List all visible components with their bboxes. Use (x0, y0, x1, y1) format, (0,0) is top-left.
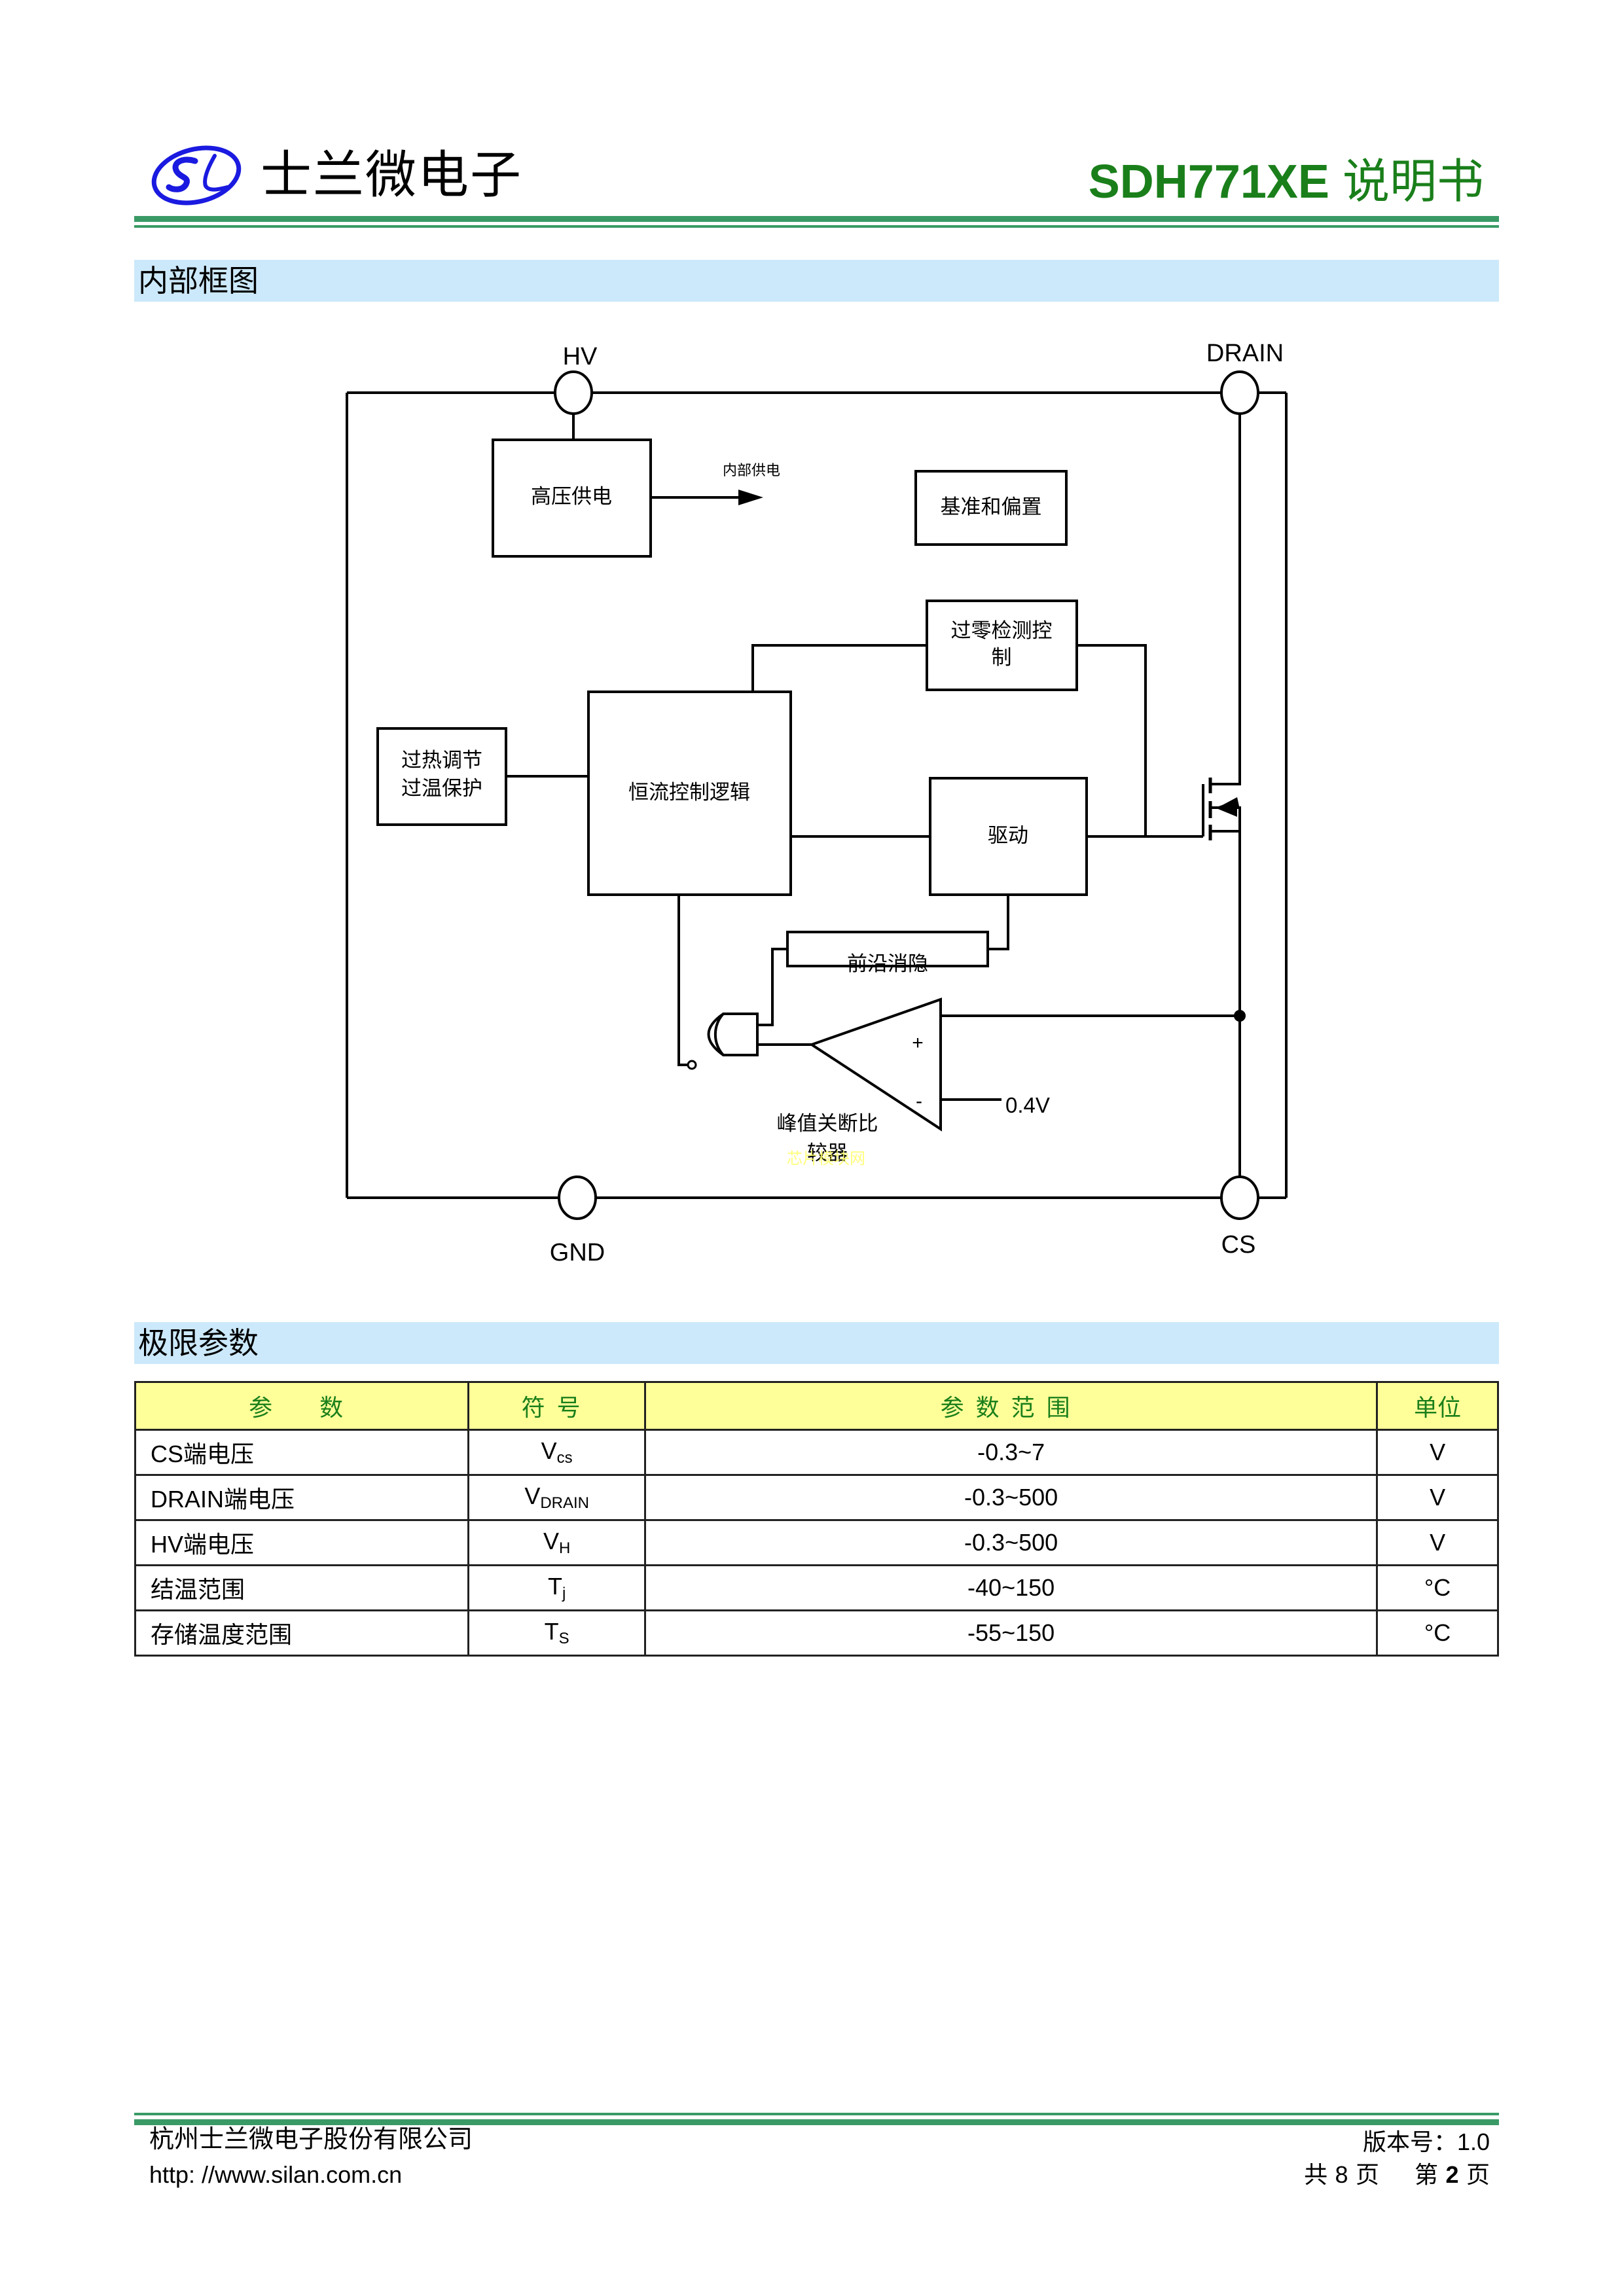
header-rule-thick (134, 216, 1499, 222)
cell-range: -0.3~7 (643, 1429, 1379, 1476)
table-row: 结温范围 Tj -40~150 °C (134, 1564, 1499, 1611)
cell-range: -40~150 (643, 1564, 1379, 1611)
header-rule-thin (134, 225, 1499, 228)
current-page: 2 (1445, 2161, 1459, 2188)
logo-icon (151, 145, 242, 206)
label-vref: 0.4V (1005, 1093, 1050, 1117)
label-zero-cross-2: 制 (992, 646, 1012, 670)
label-minus: - (916, 1090, 922, 1112)
table-row: DRAIN端电压 VDRAIN -0.3~500 V (134, 1474, 1499, 1521)
total-pages: 8 (1335, 2161, 1348, 2188)
footer-rule-thick (134, 2119, 1499, 2125)
label-reference-bias: 基准和偏置 (941, 495, 1042, 519)
silan-logo (149, 145, 246, 206)
cell-unit: V (1376, 1519, 1499, 1566)
table-row: 存储温度范围 TS -55~150 °C (134, 1609, 1499, 1657)
label-thermal-1: 过热调节 (401, 749, 482, 772)
model-number: SDH771XE (1088, 156, 1329, 208)
block-zero-cross (926, 600, 1078, 691)
section-title: 内部框图 (138, 263, 259, 298)
cell-symbol: TS (467, 1609, 646, 1657)
pin-drain (1220, 370, 1259, 415)
cell-unit: V (1376, 1474, 1499, 1521)
cell-param: 存储温度范围 (134, 1609, 470, 1657)
cell-range: -55~150 (643, 1609, 1379, 1657)
pin-label-gnd: GND (550, 1239, 605, 1266)
arrow-icon (738, 490, 763, 505)
mosfet-source (1210, 806, 1241, 1177)
label-leb: 前沿消隐 (847, 952, 928, 976)
label-hv-supply: 高压供电 (531, 485, 612, 509)
footer-company: 杭州士兰微电子股份有限公司 (149, 2125, 473, 2153)
cell-symbol: VH (467, 1519, 646, 1566)
nand-bubble (687, 1060, 697, 1070)
cell-symbol: Vcs (467, 1429, 646, 1476)
header-range: 参数范围 (643, 1381, 1379, 1431)
header-param: 参 数 (134, 1381, 470, 1431)
label-comparator-2: 较器 (807, 1141, 848, 1165)
label-zero-cross-1: 过零检测控 (951, 619, 1053, 643)
header-unit: 单位 (1376, 1381, 1499, 1431)
section-title: 极限参数 (138, 1325, 259, 1361)
label-plus: + (912, 1032, 924, 1054)
comparator (808, 997, 942, 1132)
footer-version: 版本号：1.0 (1362, 2128, 1490, 2156)
table-row: HV端电压 VH -0.3~500 V (134, 1519, 1499, 1566)
footer-website[interactable]: http: //www.silan.com.cn (149, 2161, 403, 2188)
cell-unit: V (1376, 1429, 1499, 1476)
section-bar-block-diagram: 内部框图 (134, 260, 1499, 302)
pin-label-cs: CS (1221, 1231, 1256, 1259)
watermark: 芯片模块网 (787, 1149, 865, 1168)
pin-gnd (558, 1175, 597, 1220)
header-symbol: 符号 (467, 1381, 646, 1431)
label-internal-supply: 内部供电 (723, 463, 780, 479)
pin-label-hv: HV (563, 343, 598, 370)
cell-param: HV端电压 (134, 1519, 470, 1566)
footer-page-info: 共 8 页 第 2 页 (1304, 2161, 1490, 2189)
label-comparator-1: 峰值关断比 (777, 1112, 878, 1136)
cell-symbol: Tj (467, 1564, 646, 1611)
document-title: SDH771XE 说明书 (1089, 152, 1484, 211)
pin-label-drain: DRAIN (1206, 340, 1284, 367)
absolute-max-table: 参 数 符号 参数范围 单位 CS端电压 Vcs -0.3~7 V DRAIN端… (134, 1381, 1499, 1657)
block-diagram: HV DRAIN GND CS (346, 340, 1288, 1266)
label-cc-logic: 恒流控制逻辑 (628, 781, 750, 804)
block-cc-logic (587, 691, 792, 896)
cell-param: DRAIN端电压 (134, 1474, 470, 1521)
table-header-row: 参 数 符号 参数范围 单位 (134, 1381, 1499, 1431)
cell-unit: °C (1376, 1564, 1499, 1611)
nand-gate (713, 1013, 759, 1056)
cell-range: -0.3~500 (643, 1519, 1379, 1566)
pin-cs (1220, 1175, 1259, 1220)
cell-param: CS端电压 (134, 1429, 470, 1476)
mosfet-drain (1210, 414, 1241, 785)
junction-dot (1234, 1010, 1246, 1022)
label-thermal-2: 过温保护 (401, 777, 482, 800)
cell-unit: °C (1376, 1609, 1499, 1657)
footer-rule-thin (134, 2113, 1499, 2115)
title-suffix: 说明书 (1342, 154, 1484, 209)
label-driver: 驱动 (988, 824, 1028, 848)
cell-symbol: VDRAIN (467, 1474, 646, 1521)
table-row: CS端电压 Vcs -0.3~7 V (134, 1429, 1499, 1476)
block-reference-bias (914, 470, 1068, 546)
cell-param: 结温范围 (134, 1564, 470, 1611)
pin-hv (554, 370, 593, 415)
cell-range: -0.3~500 (643, 1474, 1379, 1521)
company-name: 士兰微电子 (261, 146, 523, 205)
section-bar-absolute-max: 极限参数 (134, 1322, 1499, 1364)
